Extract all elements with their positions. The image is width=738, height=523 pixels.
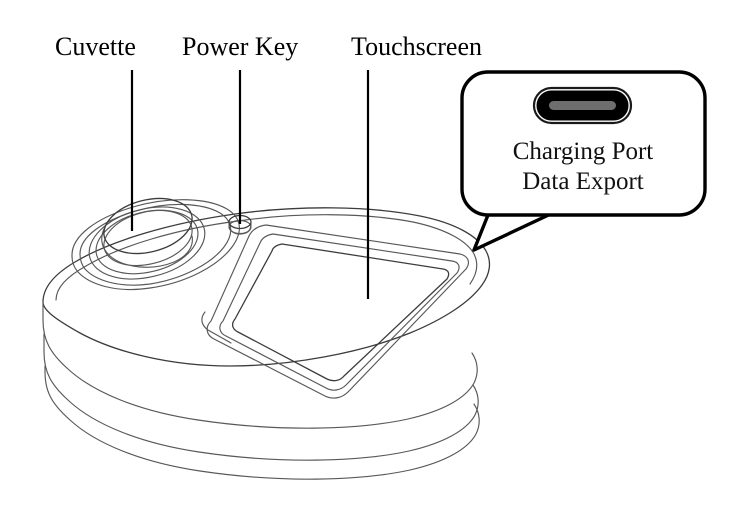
touchscreen-group[interactable] — [206, 224, 469, 399]
label-cuvette: Cuvette — [55, 32, 136, 61]
device-screen-groove — [201, 311, 232, 344]
touchscreen-bezel-mid — [219, 233, 460, 391]
power-key-side-wall — [228, 223, 252, 235]
touchscreen-bezel-outer — [206, 224, 469, 399]
cuvette-cap-top — [103, 197, 193, 255]
cuvette-cylinder-wall — [101, 228, 193, 268]
device-base-mid-outline — [43, 351, 479, 461]
bubble-text-line-1: Charging Port — [513, 138, 654, 165]
speech-bubble-box — [460, 70, 707, 217]
device-top-face-outline — [42, 207, 491, 367]
device-base-bottom-outline — [44, 371, 480, 480]
speech-bubble-group: Charging Port Data Export — [460, 70, 707, 252]
callout-labels-group: Cuvette Power Key Touchscreen — [55, 32, 482, 61]
label-power-key: Power Key — [182, 32, 298, 61]
label-touchscreen: Touchscreen — [351, 32, 482, 61]
cuvette-cylinder-bottom-ring — [103, 209, 193, 267]
device-top-face-inner-relief — [55, 214, 478, 301]
cuvette-seat-ring-outer — [88, 206, 206, 280]
device-waist-seam — [42, 319, 478, 429]
leader-lines-group — [130, 70, 370, 299]
device-left-edge-connector — [42, 301, 46, 373]
usb-c-port-inner-bar — [549, 101, 616, 110]
usb-c-port-outline — [532, 86, 633, 125]
device-body-group — [42, 190, 491, 480]
bubble-text-line-2: Data Export — [522, 168, 644, 195]
touchscreen-glass-panel — [231, 243, 450, 382]
cuvette-knob-group[interactable] — [82, 190, 213, 290]
usb-c-port-icon — [532, 86, 633, 125]
